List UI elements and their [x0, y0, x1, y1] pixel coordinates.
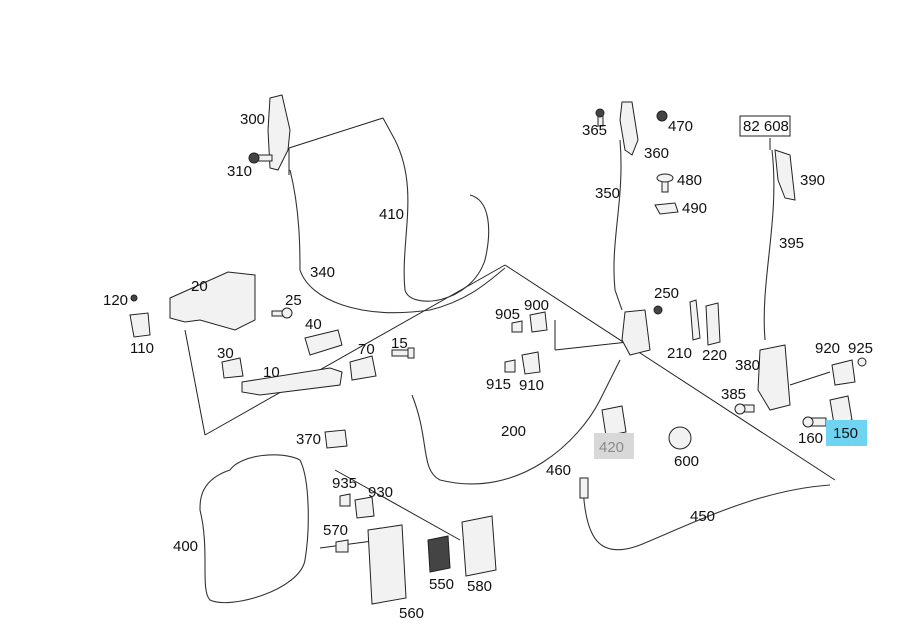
part-label-210[interactable]: 210	[667, 345, 692, 362]
part-110-shape	[129, 312, 151, 338]
part-470-shape	[656, 110, 668, 122]
part-label-82608[interactable]: 82 608	[743, 118, 789, 135]
part-150-shape	[829, 395, 853, 425]
part-label-120[interactable]: 120	[103, 292, 128, 309]
part-915-shape	[504, 359, 516, 373]
part-label-580[interactable]: 580	[467, 578, 492, 595]
part-label-20[interactable]: 20	[191, 278, 208, 295]
part-label-400[interactable]: 400	[173, 538, 198, 555]
part-935-shape	[339, 493, 351, 507]
part-label-460[interactable]: 460	[546, 462, 571, 479]
part-550-shape	[427, 535, 451, 573]
part-label-200[interactable]: 200	[501, 423, 526, 440]
part-365-shape	[595, 108, 605, 127]
part-905-shape	[511, 320, 523, 333]
part-360-shape	[619, 101, 639, 156]
part-label-480[interactable]: 480	[677, 172, 702, 189]
part-label-925[interactable]: 925	[848, 340, 873, 357]
part-480-shape	[656, 173, 674, 193]
part-label-70[interactable]: 70	[358, 341, 375, 358]
part-label-360[interactable]: 360	[644, 145, 669, 162]
part-910-shape	[521, 351, 541, 375]
selected-part-highlight	[826, 420, 867, 446]
part-600-shape	[668, 426, 692, 450]
part-label-930[interactable]: 930	[368, 484, 393, 501]
part-label-920[interactable]: 920	[815, 340, 840, 357]
part-label-365[interactable]: 365	[582, 122, 607, 139]
part-580-shape	[461, 515, 497, 577]
parts	[129, 94, 867, 605]
part-label-10[interactable]: 10	[263, 364, 280, 381]
part-label-25[interactable]: 25	[285, 292, 302, 309]
part-label-340[interactable]: 340	[310, 264, 335, 281]
part-label-935[interactable]: 935	[332, 475, 357, 492]
part-label-915[interactable]: 915	[486, 376, 511, 393]
part-label-470[interactable]: 470	[668, 118, 693, 135]
part-220-shape	[705, 302, 721, 346]
part-label-900[interactable]: 900	[524, 297, 549, 314]
part-label-310[interactable]: 310	[227, 163, 252, 180]
part-310-shape	[248, 152, 273, 164]
part-label-15[interactable]: 15	[391, 335, 408, 352]
part-390-shape	[774, 149, 796, 201]
part-15-shape	[391, 347, 415, 359]
part-label-450[interactable]: 450	[690, 508, 715, 525]
part-label-350[interactable]: 350	[595, 185, 620, 202]
part-labels: 300 310 410 340 365 470 360 350 480 490 …	[103, 111, 873, 622]
part-label-150[interactable]: 150	[833, 425, 858, 442]
part-160-shape	[802, 416, 827, 428]
leader-lines	[184, 117, 836, 549]
part-210-shape	[689, 299, 701, 341]
part-30-shape	[221, 357, 244, 379]
part-900-shape	[529, 311, 548, 333]
part-label-380[interactable]: 380	[735, 357, 760, 374]
part-label-370[interactable]: 370	[296, 431, 321, 448]
part-385-shape	[734, 403, 755, 415]
part-40-shape	[304, 329, 343, 356]
part-20-shape	[169, 271, 256, 331]
part-label-910[interactable]: 910	[519, 377, 544, 394]
callout-box-82608	[739, 115, 791, 137]
part-label-420[interactable]: 420	[599, 439, 624, 456]
part-250-shape	[653, 305, 663, 315]
unavailable-part-highlight	[594, 433, 634, 459]
part-label-395[interactable]: 395	[779, 235, 804, 252]
part-label-30[interactable]: 30	[217, 345, 234, 362]
part-300-shape	[267, 94, 291, 171]
part-label-550[interactable]: 550	[429, 576, 454, 593]
part-460-shape	[579, 477, 589, 499]
part-label-905[interactable]: 905	[495, 306, 520, 323]
part-560-shape	[367, 524, 407, 605]
part-label-390[interactable]: 390	[800, 172, 825, 189]
part-label-600[interactable]: 600	[674, 453, 699, 470]
part-570-shape	[335, 539, 349, 553]
part-label-300[interactable]: 300	[240, 111, 265, 128]
part-label-560[interactable]: 560	[399, 605, 424, 622]
part-label-490[interactable]: 490	[682, 200, 707, 217]
part-930-shape	[354, 496, 375, 519]
part-label-160[interactable]: 160	[798, 430, 823, 447]
cables	[199, 139, 831, 604]
part-label-40[interactable]: 40	[305, 316, 322, 333]
part-370-shape	[324, 429, 348, 449]
part-label-250[interactable]: 250	[654, 285, 679, 302]
part-label-385[interactable]: 385	[721, 386, 746, 403]
part-420-shape	[601, 405, 627, 437]
part-label-570[interactable]: 570	[323, 522, 348, 539]
part-925-shape	[857, 357, 867, 367]
part-10-shape	[241, 367, 343, 396]
part-label-410[interactable]: 410	[379, 206, 404, 223]
part-920-shape	[831, 359, 856, 386]
part-25-shape	[271, 307, 293, 319]
lock-body-shape	[621, 309, 651, 356]
part-70-shape	[349, 355, 377, 381]
part-380-shape	[757, 344, 791, 411]
part-490-shape	[654, 202, 679, 215]
part-label-110[interactable]: 110	[130, 340, 154, 357]
part-label-220[interactable]: 220	[702, 347, 727, 364]
part-120-shape	[130, 294, 138, 302]
